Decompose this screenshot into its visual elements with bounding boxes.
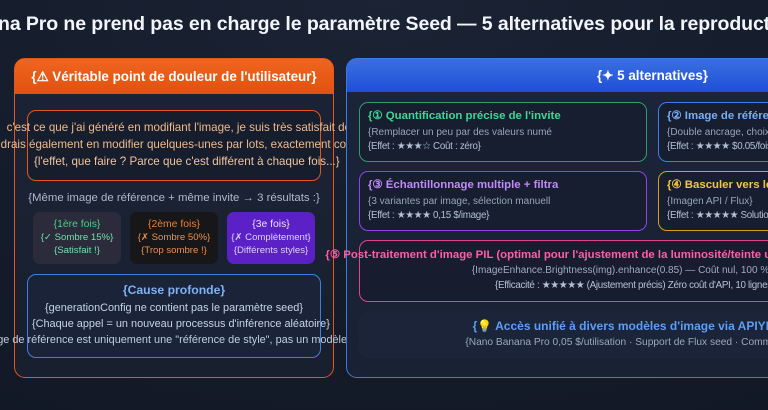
alternative-card-1-effect: {Effet : ★★★☆ Coût : zéro}	[368, 141, 481, 152]
result-chip-1-sub2: {Satisfait !}	[54, 245, 100, 256]
alternatives-panel: {✦ 5 alternatives} {① Quantification pré…	[325, 58, 768, 378]
alternative-card-4[interactable]: {④ Basculer vers les modèles prenant en …	[658, 171, 768, 231]
user-quote-box: c'est ce que j'ai généré en modifiant l'…	[1, 110, 387, 181]
alternative-card-4-effect: {Effet : ★★★★★ Solution fondamentale}	[667, 210, 768, 221]
result-chip-1-title: {1ère fois}	[53, 219, 101, 230]
alternative-card-2-title: {② Image de référence + invite quantifié…	[667, 110, 768, 122]
root-cause-line-3: l'image de référence est uniquement une …	[0, 334, 389, 346]
root-cause-box: {Cause profonde} {generationConfig ne co…	[0, 274, 389, 358]
result-chip-2: {2ème fois} {✗ Sombre 50%} {Trop sombre …	[130, 212, 218, 264]
alternative-card-4-title: {④ Basculer vers les modèles prenant en …	[667, 179, 768, 191]
user-pain-header: {⚠ Véritable point de douleur de l'utili…	[15, 59, 333, 94]
apiyi-promo-title: {💡 Accès unifié à divers modèles d'image…	[472, 319, 768, 333]
page-title-bar: o Banana Pro ne prend pas en charge le p…	[0, 0, 768, 48]
alternative-card-5-title: {⑤ Post-traitement d'image PIL (optimal …	[325, 249, 768, 261]
page-title: o Banana Pro ne prend pas en charge le p…	[0, 12, 768, 35]
result-chip-2-sub1: {✗ Sombre 50%}	[137, 232, 211, 243]
board: {⚠ Véritable point de douleur de l'utili…	[0, 58, 768, 378]
user-pain-body: c'est ce que j'ai généré en modifiant l'…	[0, 94, 389, 377]
alternatives-header: {✦ 5 alternatives}	[347, 59, 768, 92]
result-chip-3-sub2: {Différents styles}	[233, 245, 309, 256]
result-chip-1: {1ère fois} {✓ Sombre 15%} {Satisfait !}	[33, 212, 121, 264]
alternative-card-3-effect: {Effet : ★★★★ 0,15 $/image}	[368, 210, 490, 221]
root-cause-line-1: {generationConfig ne contient pas le par…	[45, 302, 303, 314]
alternative-card-3-title: {③ Échantillonnage multiple + filtra	[368, 179, 559, 191]
result-chip-1-sub1: {✓ Sombre 15%}	[40, 232, 114, 243]
alternative-card-5[interactable]: {⑤ Post-traitement d'image PIL (optimal …	[325, 240, 768, 302]
root-cause-title: {Cause profonde}	[122, 283, 226, 297]
user-quote-line-2: drais également en modifier quelques-une…	[0, 138, 388, 151]
alternatives-row-2: {③ Échantillonnage multiple + filtra {3 …	[359, 171, 768, 231]
alternative-card-1-sub: {Remplacer un peu par des valeurs numé	[368, 127, 552, 138]
user-quote-line-3: {l'effet, que faire ? Parce que c'est di…	[34, 155, 340, 168]
alternative-card-1[interactable]: {① Quantification précise de l'invite {R…	[359, 102, 647, 162]
alternative-card-2[interactable]: {② Image de référence + invite quantifié…	[658, 102, 768, 162]
result-chip-3: {3e fois} {✗ Complètement} {Différents s…	[227, 212, 315, 264]
result-chip-2-title: {2ème fois}	[148, 219, 200, 230]
user-pain-panel: {⚠ Véritable point de douleur de l'utili…	[0, 58, 389, 378]
alternative-card-3[interactable]: {③ Échantillonnage multiple + filtra {3 …	[359, 171, 647, 231]
alternative-card-2-sub: {Double ancrage, choix recommandé}	[667, 127, 768, 138]
result-chip-2-sub2: {Trop sombre !}	[141, 245, 207, 256]
root-cause-line-2: {Chaque appel = un nouveau processus d'i…	[32, 318, 330, 330]
alternative-card-5-effect: {Efficacité : ★★★★★ (Ajustement précis) …	[495, 280, 768, 291]
same-image-label: {Même image de référence + même invite →…	[28, 192, 320, 204]
user-quote-line-1: c'est ce que j'ai généré en modifiant l'…	[6, 121, 382, 134]
alternative-card-1-title: {① Quantification précise de l'invite	[368, 110, 561, 122]
alternative-card-3-sub: {3 variantes par image, sélection manuel…	[368, 196, 551, 207]
alternative-card-4-sub: {Imagen API / Flux}	[667, 196, 753, 207]
apiyi-promo-card[interactable]: {💡 Accès unifié à divers modèles d'image…	[359, 311, 768, 359]
result-chips: {1ère fois} {✓ Sombre 15%} {Satisfait !}…	[15, 212, 333, 264]
alternatives-body: {① Quantification précise de l'invite {R…	[325, 92, 768, 359]
alternatives-row-1: {① Quantification précise de l'invite {R…	[359, 102, 768, 162]
alternative-card-5-sub: {ImageEnhance.Brightness(img).enhance(0.…	[471, 265, 768, 276]
apiyi-promo-sub: {Nano Banana Pro 0,05 $/utilisation · Su…	[465, 337, 768, 348]
result-chip-3-title: {3e fois}	[252, 219, 290, 230]
result-chip-3-sub1: {✗ Complètement}	[231, 232, 311, 243]
alternative-card-2-effect: {Effet : ★★★★ $0.05/fois}	[667, 141, 768, 152]
